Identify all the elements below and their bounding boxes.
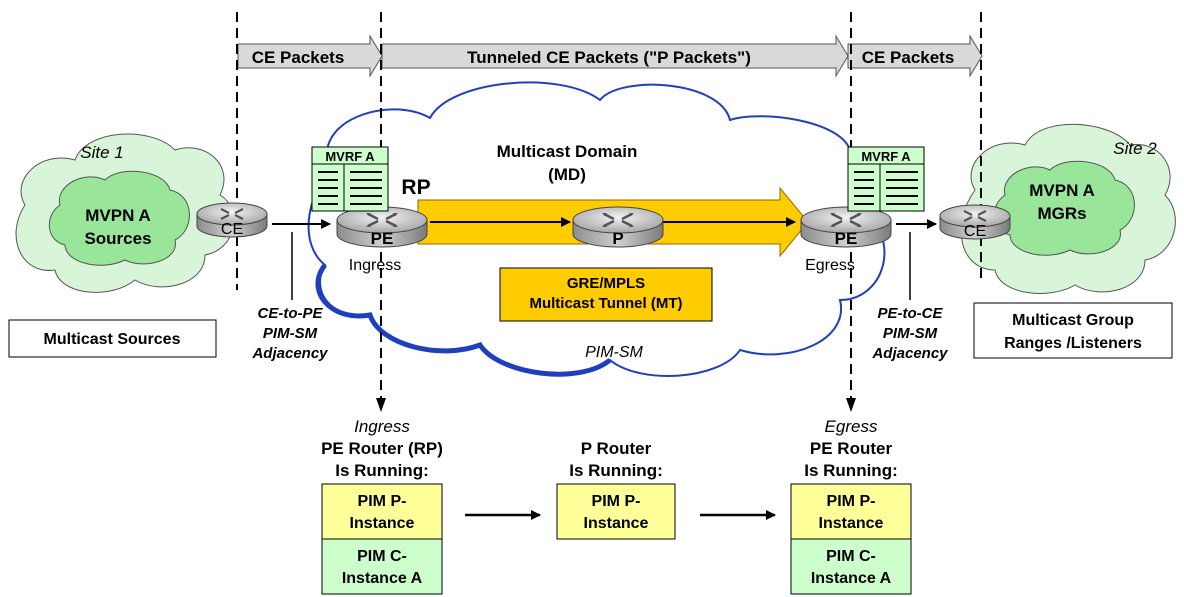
egress-p-instance-line1: PIM P- xyxy=(827,493,876,510)
egress-title1: Egress xyxy=(825,417,878,436)
ce-left-label: CE xyxy=(221,221,243,238)
tunnel-line2: Multicast Tunnel (MT) xyxy=(529,295,682,312)
egress-p-instance-box xyxy=(790,483,912,540)
p-block-title1: P Router xyxy=(581,439,652,458)
ingress-title2: PE Router (RP) xyxy=(321,439,443,458)
p-router-label: P xyxy=(612,229,623,248)
tunneled-arrow xyxy=(381,34,849,78)
pim-sm-label: PIM-SM xyxy=(585,344,643,361)
pe-egress-router: PE xyxy=(799,205,893,249)
ingress-c-instance-box xyxy=(321,538,443,595)
egress-c-instance-line1: PIM C- xyxy=(826,548,876,565)
egress-title3: Is Running: xyxy=(804,461,897,480)
mvrf-right-table: MVRF A xyxy=(847,146,925,212)
egress-title2: PE Router xyxy=(810,439,893,458)
ingress-p-instance-line2: Instance xyxy=(350,515,415,532)
rp-label: RP xyxy=(401,176,430,199)
ingress-title3: Is Running: xyxy=(335,461,428,480)
adjacency-left-line2: PIM-SM xyxy=(263,325,318,342)
ingress-p-instance-line1: PIM P- xyxy=(358,493,407,510)
ingress-down-arrowhead xyxy=(376,398,386,412)
banner: CE Packets Tunneled CE Packets ("P Packe… xyxy=(237,34,983,78)
ce-left-router: CE xyxy=(195,201,269,239)
mvrf-right-label: MVRF A xyxy=(861,149,911,164)
tunnel-line1: GRE/MPLS xyxy=(567,275,645,292)
multicast-groups-box: Multicast Group Ranges /Listeners xyxy=(973,302,1173,359)
multicast-groups-line1: Multicast Group xyxy=(1012,312,1134,329)
adjacency-left-line3: Adjacency xyxy=(251,345,328,362)
adjacency-right-line1: PE-to-CE xyxy=(878,305,944,322)
ingress-c-instance-line1: PIM C- xyxy=(357,548,407,565)
ce-packets-left-label: CE Packets xyxy=(252,48,345,67)
pe-egress-label: PE xyxy=(835,229,858,248)
site1-cloud: Site 1 MVPN A Sources xyxy=(15,133,235,293)
ingress-block: Ingress PE Router (RP) Is Running: PIM P… xyxy=(321,417,443,595)
adjacency-left-line1: CE-to-PE xyxy=(258,305,324,322)
site1-line1: MVPN A xyxy=(85,206,151,225)
site1-line2: Sources xyxy=(84,229,151,248)
site2-label: Site 2 xyxy=(1113,139,1157,158)
ce-right-label: CE xyxy=(964,223,986,240)
egress-c-instance-line2: Instance A xyxy=(811,570,892,587)
egress-block: Egress PE Router Is Running: PIM P- Inst… xyxy=(790,417,912,595)
egress-down-arrowhead xyxy=(846,398,856,412)
multicast-sources-label: Multicast Sources xyxy=(44,331,181,348)
ce-packets-right-arrow xyxy=(847,34,983,78)
multicast-sources-box: Multicast Sources xyxy=(8,319,217,358)
p-block-instance-line1: PIM P- xyxy=(592,493,641,510)
pe-ingress-router: PE xyxy=(335,205,429,249)
egress-c-instance-box xyxy=(790,538,912,595)
tunneled-label: Tunneled CE Packets ("P Packets") xyxy=(467,48,751,67)
multicast-groups-line2: Ranges /Listeners xyxy=(1004,335,1142,352)
adjacency-right-line3: Adjacency xyxy=(871,345,948,362)
site2-line2: MGRs xyxy=(1037,204,1086,223)
domain-title: Multicast Domain xyxy=(497,142,638,161)
p-router: P xyxy=(571,205,665,249)
ce-right-router: CE xyxy=(938,203,1012,241)
p-block: P Router Is Running: PIM P- Instance xyxy=(556,439,676,540)
site2-cloud: Site 2 MVPN A MGRs xyxy=(960,123,1176,294)
ingress-label: Ingress xyxy=(349,257,401,274)
p-block-title2: Is Running: xyxy=(569,461,662,480)
domain-subtitle: (MD) xyxy=(548,165,586,184)
mvrf-left-table: MVRF A xyxy=(311,146,389,212)
tunnel-label-box: GRE/MPLS Multicast Tunnel (MT) xyxy=(499,267,713,322)
egress-label: Egress xyxy=(805,257,855,274)
ce-packets-left-arrow xyxy=(237,34,383,78)
adjacency-left: CE-to-PE PIM-SM Adjacency xyxy=(251,305,328,362)
p-block-instance-box xyxy=(556,483,676,540)
egress-p-instance-line2: Instance xyxy=(819,515,884,532)
ingress-c-instance-line2: Instance A xyxy=(342,570,423,587)
adjacency-right: PE-to-CE PIM-SM Adjacency xyxy=(871,305,948,362)
site1-label: Site 1 xyxy=(80,143,123,162)
p-block-instance-line2: Instance xyxy=(584,515,649,532)
ingress-title1: Ingress xyxy=(354,417,410,436)
site2-line1: MVPN A xyxy=(1029,181,1095,200)
ingress-p-instance-box xyxy=(321,483,443,540)
adjacency-right-line2: PIM-SM xyxy=(883,325,938,342)
mvrf-left-label: MVRF A xyxy=(325,149,375,164)
pe-ingress-label: PE xyxy=(371,229,394,248)
ce-packets-right-label: CE Packets xyxy=(862,48,955,67)
